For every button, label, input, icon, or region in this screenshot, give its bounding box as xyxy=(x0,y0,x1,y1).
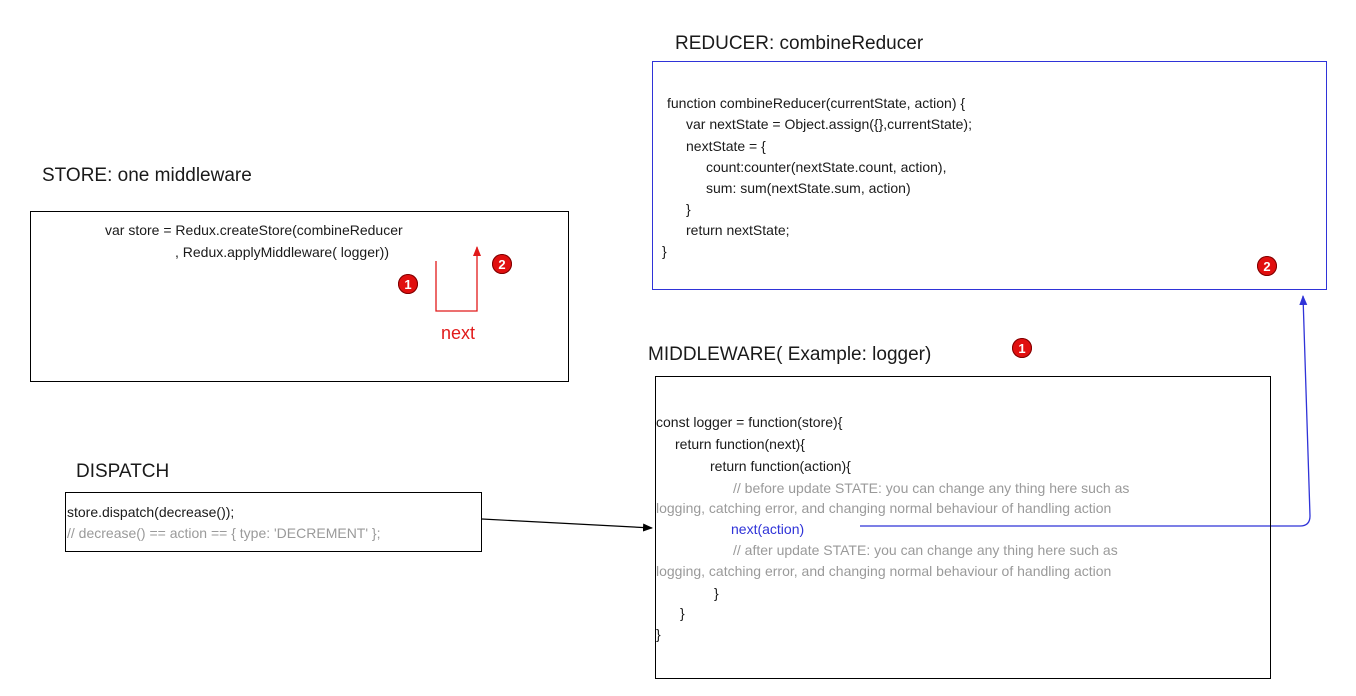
code-line: nextState = { xyxy=(686,138,766,154)
step-1-badge: 1 xyxy=(1012,338,1032,358)
code-comment: // before update STATE: you can change a… xyxy=(733,480,1130,496)
reducer-title: REDUCER: combineReducer xyxy=(675,33,924,54)
dispatch-box: store.dispatch(decrease()); // decrease(… xyxy=(65,492,482,552)
code-comment: logging, catching error, and changing no… xyxy=(656,563,1112,579)
code-line: return function(next){ xyxy=(675,436,805,452)
code-line: function combineReducer(currentState, ac… xyxy=(667,95,966,111)
middleware-title: MIDDLEWARE( Example: logger) xyxy=(648,344,932,365)
next-action-call: next(action) xyxy=(731,521,805,537)
code-comment: // after update STATE: you can change an… xyxy=(733,542,1118,558)
code-comment: // decrease() == action == { type: 'DECR… xyxy=(67,525,381,541)
step-2-badge: 2 xyxy=(492,254,512,274)
code-line: store.dispatch(decrease()); xyxy=(67,504,235,520)
reducer-box: function combineReducer(currentState, ac… xyxy=(652,61,1327,290)
code-line: } xyxy=(680,605,685,621)
next-label: next xyxy=(441,323,476,343)
code-line: sum: sum(nextState.sum, action) xyxy=(706,180,911,196)
code-line: return nextState; xyxy=(686,222,790,238)
code-line: const logger = function(store){ xyxy=(656,414,843,430)
store-next-arrow xyxy=(435,246,481,312)
step-1-badge: 1 xyxy=(398,274,418,294)
code-line: var nextState = Object.assign({},current… xyxy=(686,116,972,132)
code-line: } xyxy=(686,201,691,217)
middleware-box: const logger = function(store){ return f… xyxy=(655,376,1271,679)
code-line: return function(action){ xyxy=(710,458,851,474)
dispatch-to-middleware-arrow xyxy=(481,518,653,532)
code-line: count:counter(nextState.count, action), xyxy=(706,159,947,175)
code-line: } xyxy=(656,626,661,642)
next-to-reducer-arrow xyxy=(860,295,1311,527)
dispatch-title: DISPATCH xyxy=(76,461,170,482)
store-title: STORE: one middleware xyxy=(42,165,252,186)
code-line: , Redux.applyMiddleware( logger)) xyxy=(175,244,389,260)
code-comment: logging, catching error, and changing no… xyxy=(656,500,1112,516)
step-2-badge: 2 xyxy=(1257,256,1277,276)
code-line: } xyxy=(714,585,719,601)
code-line: var store = Redux.createStore(combineRed… xyxy=(105,222,403,238)
code-line: } xyxy=(662,243,667,259)
store-box: var store = Redux.createStore(combineRed… xyxy=(30,211,569,382)
